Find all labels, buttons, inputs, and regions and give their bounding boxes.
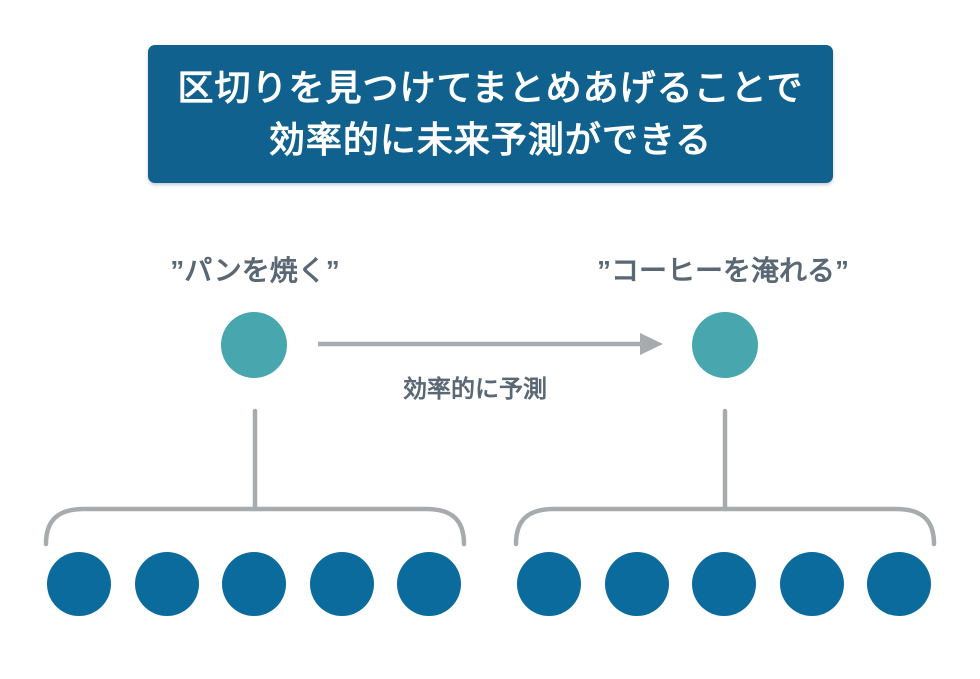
element-dot xyxy=(692,552,756,616)
right-element-group xyxy=(517,552,931,616)
left-element-group xyxy=(47,552,461,616)
title-line-2: 効率的に未来予測ができる xyxy=(268,119,713,160)
element-dot xyxy=(779,552,844,616)
element-dot xyxy=(134,552,199,616)
left-event-label: ”パンを焼く” xyxy=(170,255,340,286)
title-line-1: 区切りを見つけてまとめあげることで xyxy=(177,67,804,108)
element-dot xyxy=(309,552,374,616)
title-banner: 区切りを見つけてまとめあげることで 効率的に未来予測ができる xyxy=(148,45,833,183)
left-group-bracket xyxy=(43,506,467,547)
element-dot xyxy=(47,552,111,616)
right-event-label: ”コーヒーを淹れる” xyxy=(596,255,849,286)
element-dot xyxy=(397,552,461,616)
right-summary-node xyxy=(692,312,758,378)
element-dot xyxy=(867,552,931,616)
arrow-label: 効率的に予測 xyxy=(403,376,547,403)
right-group-bracket xyxy=(513,506,937,547)
left-summary-node xyxy=(221,312,287,378)
element-dot xyxy=(222,552,286,616)
element-dot xyxy=(517,552,581,616)
element-dot xyxy=(604,552,669,616)
prediction-arrow xyxy=(318,333,663,355)
